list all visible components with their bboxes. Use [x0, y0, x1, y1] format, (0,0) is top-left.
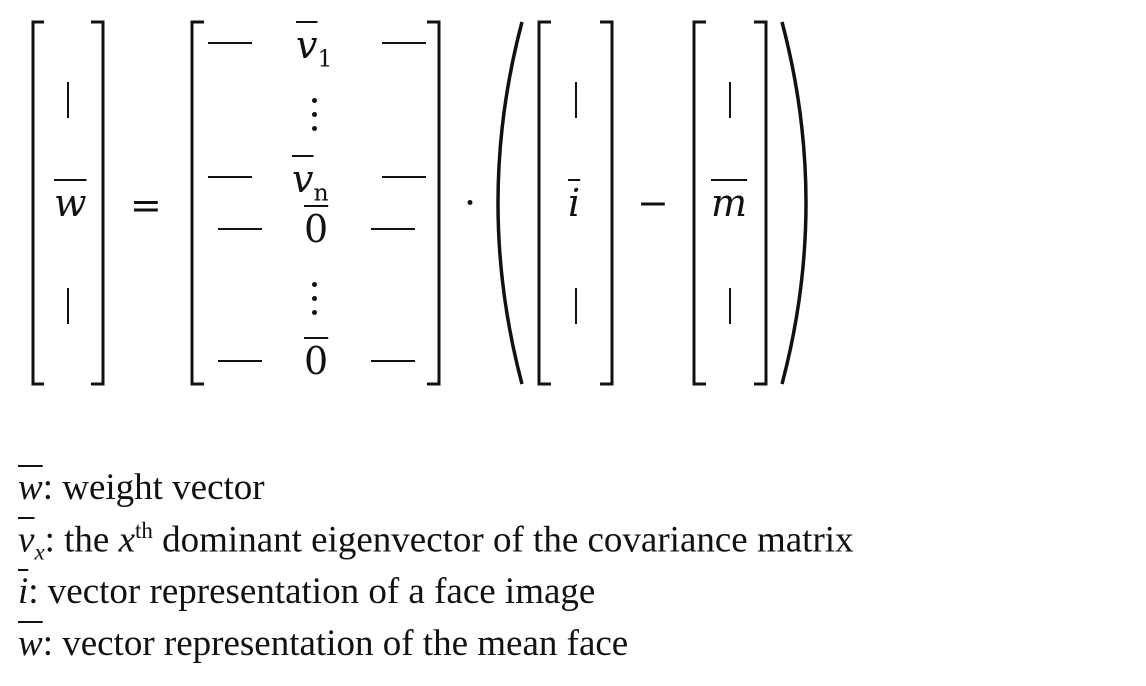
legend-2-sub: x [34, 539, 45, 565]
row-dots-lower [312, 282, 318, 324]
rown-right-dash [382, 176, 426, 178]
legend-3-symbol: i [18, 571, 29, 612]
zero2-right-dash [371, 360, 415, 362]
image-i-symbol: i [568, 181, 581, 225]
lhs-left-bracket [31, 20, 44, 386]
mean-right-bracket [754, 20, 768, 386]
legend-2-symbol: v [18, 519, 35, 561]
legend-2-mid: x [118, 519, 136, 561]
matrix-row-n: vn [292, 160, 329, 205]
matrix-left-bracket [190, 20, 204, 386]
legend-2-sup: th [135, 518, 153, 543]
legend-line-2: vx: the xth dominant eigenvector of the … [18, 518, 854, 566]
mean-top-bar [729, 82, 731, 118]
mean-m-symbol: m [711, 181, 748, 225]
row1-left-dash [208, 42, 252, 44]
matrix-right-bracket [427, 20, 441, 386]
legend-line-1: w: weight vector [18, 466, 265, 509]
zero1-left-dash [218, 228, 262, 230]
dot-operator: · [464, 181, 477, 225]
rown-base: v [292, 157, 314, 201]
legend-1-symbol: w [18, 467, 43, 508]
matrix-row-1: v1 [296, 26, 332, 71]
zero-row-1: 0 [304, 207, 329, 251]
lhs-top-bar [67, 82, 69, 118]
lhs-bottom-bar [67, 288, 69, 324]
row1-right-dash [382, 42, 426, 44]
zero1-right-dash [371, 228, 415, 230]
legend-line-4: w: vector representation of the mean fac… [18, 622, 628, 665]
rown-left-dash [208, 176, 252, 178]
legend-4-text: : vector representation of the mean face [42, 623, 629, 664]
lhs-w-symbol: w [54, 181, 87, 225]
legend-4-symbol: w [18, 623, 43, 664]
legend-1-text: : weight vector [42, 467, 265, 508]
row1-base: v [296, 23, 318, 67]
mean-bottom-bar [729, 288, 731, 324]
image-right-bracket [600, 20, 614, 386]
lhs-right-bracket [91, 20, 105, 386]
row1-sub: 1 [317, 44, 333, 73]
rown-sub: n [313, 178, 329, 207]
image-bottom-bar [575, 288, 577, 324]
left-paren [496, 21, 524, 385]
legend-3-text: : vector representation of a face image [28, 571, 596, 612]
image-left-bracket [537, 20, 551, 386]
equals-sign: = [130, 183, 162, 227]
minus-sign: − [637, 181, 669, 225]
legend-2-pre: : the [44, 519, 119, 561]
zero2-left-dash [218, 360, 262, 362]
mean-left-bracket [692, 20, 706, 386]
right-paren [780, 21, 808, 385]
image-top-bar [575, 82, 577, 118]
zero-row-2: 0 [304, 339, 329, 383]
legend-line-3: i: vector representation of a face image [18, 570, 595, 613]
legend-2-text: dominant eigenvector of the covariance m… [152, 519, 854, 561]
row-dots-upper [312, 98, 318, 140]
